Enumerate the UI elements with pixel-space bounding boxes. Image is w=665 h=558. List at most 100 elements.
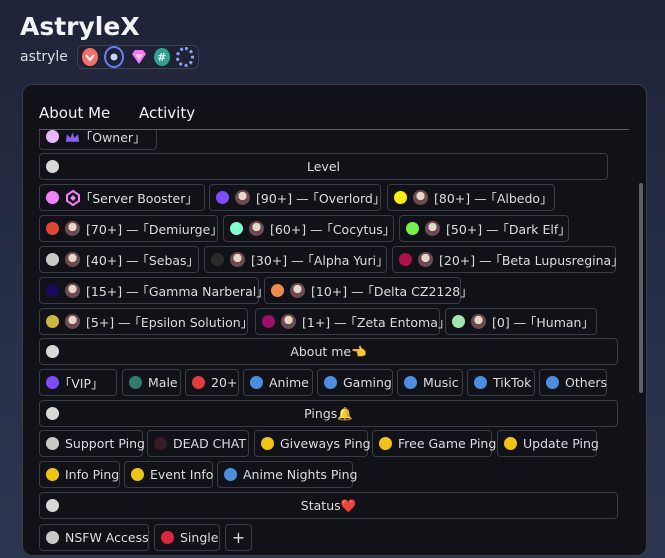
role-epsilon-solution[interactable]: [5+] — ｢Epsilon Solution｣	[39, 308, 248, 335]
role-anime[interactable]: Anime	[243, 369, 313, 396]
role-avatar-icon	[65, 314, 80, 329]
role-avatar-icon	[418, 252, 433, 267]
role-label: TikTok	[493, 375, 532, 390]
role-color-dot	[46, 531, 59, 544]
role-cocytus[interactable]: [60+] — ｢Cocytus｣	[223, 215, 394, 242]
role-color-dot	[46, 499, 59, 512]
role-level-header[interactable]: Level	[39, 153, 608, 180]
role-color-dot	[271, 284, 284, 297]
role-nsfw-access[interactable]: NSFW Access	[39, 524, 149, 551]
role-label: Anime Nights Ping	[243, 467, 358, 482]
role-color-dot	[46, 468, 59, 481]
role-color-dot	[261, 437, 274, 450]
role-label: [15+] — ｢Gamma Narberal｣	[86, 284, 263, 299]
role-beta-lupusregina[interactable]: [20+] — ｢Beta Lupusregina｣	[392, 246, 618, 273]
role-avatar-icon	[281, 314, 296, 329]
role-label: DEAD CHAT	[173, 436, 247, 451]
role-overlord[interactable]: [90+] — ｢Overlord｣	[209, 184, 381, 211]
role-label: Event Info	[150, 467, 214, 482]
tab-activity[interactable]: Activity	[139, 104, 196, 122]
add-role-button[interactable]: +	[225, 524, 252, 551]
role-sebas[interactable]: [40+] — ｢Sebas｣	[39, 246, 199, 273]
role-vip[interactable]: ｢VIP｣	[39, 369, 117, 396]
role-color-dot	[452, 315, 465, 328]
role-color-dot	[394, 191, 407, 204]
role-owner[interactable]: ｢Owner｣	[39, 130, 157, 150]
role-dead-chat[interactable]: DEAD CHAT	[147, 430, 249, 457]
role-update-ping[interactable]: Update Ping	[497, 430, 599, 457]
role-color-dot	[46, 253, 59, 266]
ring-icon[interactable]	[175, 47, 194, 67]
role-delta-cz2128[interactable]: [10+] — ｢Delta CZ2128｣	[264, 277, 467, 304]
role-color-dot	[46, 407, 59, 420]
role-color-dot	[129, 376, 142, 389]
role-avatar-icon	[413, 190, 428, 205]
role-alpha-yuri[interactable]: [30+] — ｢Alpha Yuri｣	[204, 246, 387, 273]
role-color-dot	[46, 191, 59, 204]
booster-gem-icon	[65, 189, 80, 206]
role-dark-elf[interactable]: [50+] — ｢Dark Elf｣	[399, 215, 569, 242]
heart-badge-icon[interactable]	[82, 48, 98, 66]
scrollbar[interactable]	[639, 183, 643, 393]
role-about-me-header[interactable]: About me👈	[39, 338, 618, 365]
role-20-plus[interactable]: 20+	[185, 369, 239, 396]
role-color-dot	[399, 253, 412, 266]
role-giveways-ping[interactable]: Giveways Ping	[254, 430, 371, 457]
role-others[interactable]: Others	[539, 369, 607, 396]
role-color-dot	[324, 376, 337, 389]
role-pings-header[interactable]: Pings🔔	[39, 400, 618, 427]
role-label: [10+] — ｢Delta CZ2128｣	[311, 284, 467, 299]
tab-about-me[interactable]: About Me	[39, 104, 111, 122]
role-label: [90+] — ｢Overlord｣	[256, 191, 380, 206]
role-avatar-icon	[65, 221, 80, 236]
role-event-info[interactable]: Event Info	[124, 461, 213, 488]
role-avatar-icon	[235, 190, 250, 205]
role-label: [20+] — ｢Beta Lupusregina｣	[439, 253, 618, 268]
role-label: Anime	[269, 375, 309, 390]
role-tiktok[interactable]: TikTok	[467, 369, 535, 396]
role-color-dot	[230, 222, 243, 235]
role-color-dot	[546, 376, 559, 389]
badge-list: #	[77, 45, 199, 69]
role-color-dot	[406, 222, 419, 235]
role-label: Pings🔔	[304, 406, 353, 421]
profile-panel: About Me Activity ｢Owner｣ Level ｢Server …	[22, 84, 647, 556]
role-server-booster[interactable]: ｢Server Booster｣	[39, 184, 205, 211]
display-name: AstryleX	[20, 12, 140, 41]
role-label: 20+	[211, 375, 238, 390]
role-avatar-icon	[290, 283, 305, 298]
role-status-header[interactable]: Status❤️	[39, 492, 618, 519]
hypesquad-icon[interactable]	[103, 46, 124, 68]
role-label: ｢VIP｣	[65, 376, 98, 391]
role-gaming[interactable]: Gaming	[317, 369, 393, 396]
role-label: ｢Owner｣	[86, 130, 140, 145]
role-info-ping[interactable]: Info Ping	[39, 461, 120, 488]
role-music[interactable]: Music	[397, 369, 463, 396]
role-free-game-ping[interactable]: Free Game Ping	[372, 430, 496, 457]
role-color-dot	[404, 376, 417, 389]
nitro-gem-icon[interactable]	[130, 48, 148, 66]
role-zeta-entoma[interactable]: [1+] — ｢Zeta Entoma｣	[255, 308, 444, 335]
role-anime-nights-ping[interactable]: Anime Nights Ping	[217, 461, 357, 488]
role-label: [80+] — ｢Albedo｣	[434, 191, 547, 206]
role-label: Gaming	[343, 375, 392, 390]
role-color-dot	[504, 437, 517, 450]
role-single[interactable]: Single	[154, 524, 220, 551]
hashtag-icon[interactable]: #	[153, 48, 170, 66]
role-color-dot	[46, 222, 59, 235]
role-color-dot	[216, 191, 229, 204]
role-label: Male	[148, 375, 178, 390]
role-albedo[interactable]: [80+] — ｢Albedo｣	[387, 184, 555, 211]
role-color-dot	[46, 284, 59, 297]
role-demiurge[interactable]: [70+] — ｢Demiurge｣	[39, 215, 218, 242]
role-label: [5+] — ｢Epsilon Solution｣	[86, 315, 247, 330]
role-avatar-icon	[65, 283, 80, 298]
role-color-dot	[46, 130, 59, 143]
role-support-ping[interactable]: Support Ping	[39, 430, 145, 457]
role-male[interactable]: Male	[122, 369, 181, 396]
role-avatar-icon	[230, 252, 245, 267]
role-gamma-narberal[interactable]: [15+] — ｢Gamma Narberal｣	[39, 277, 263, 304]
role-color-dot	[192, 376, 205, 389]
role-human[interactable]: [0] — ｢Human｣	[445, 308, 597, 335]
role-label: Level	[307, 159, 340, 174]
